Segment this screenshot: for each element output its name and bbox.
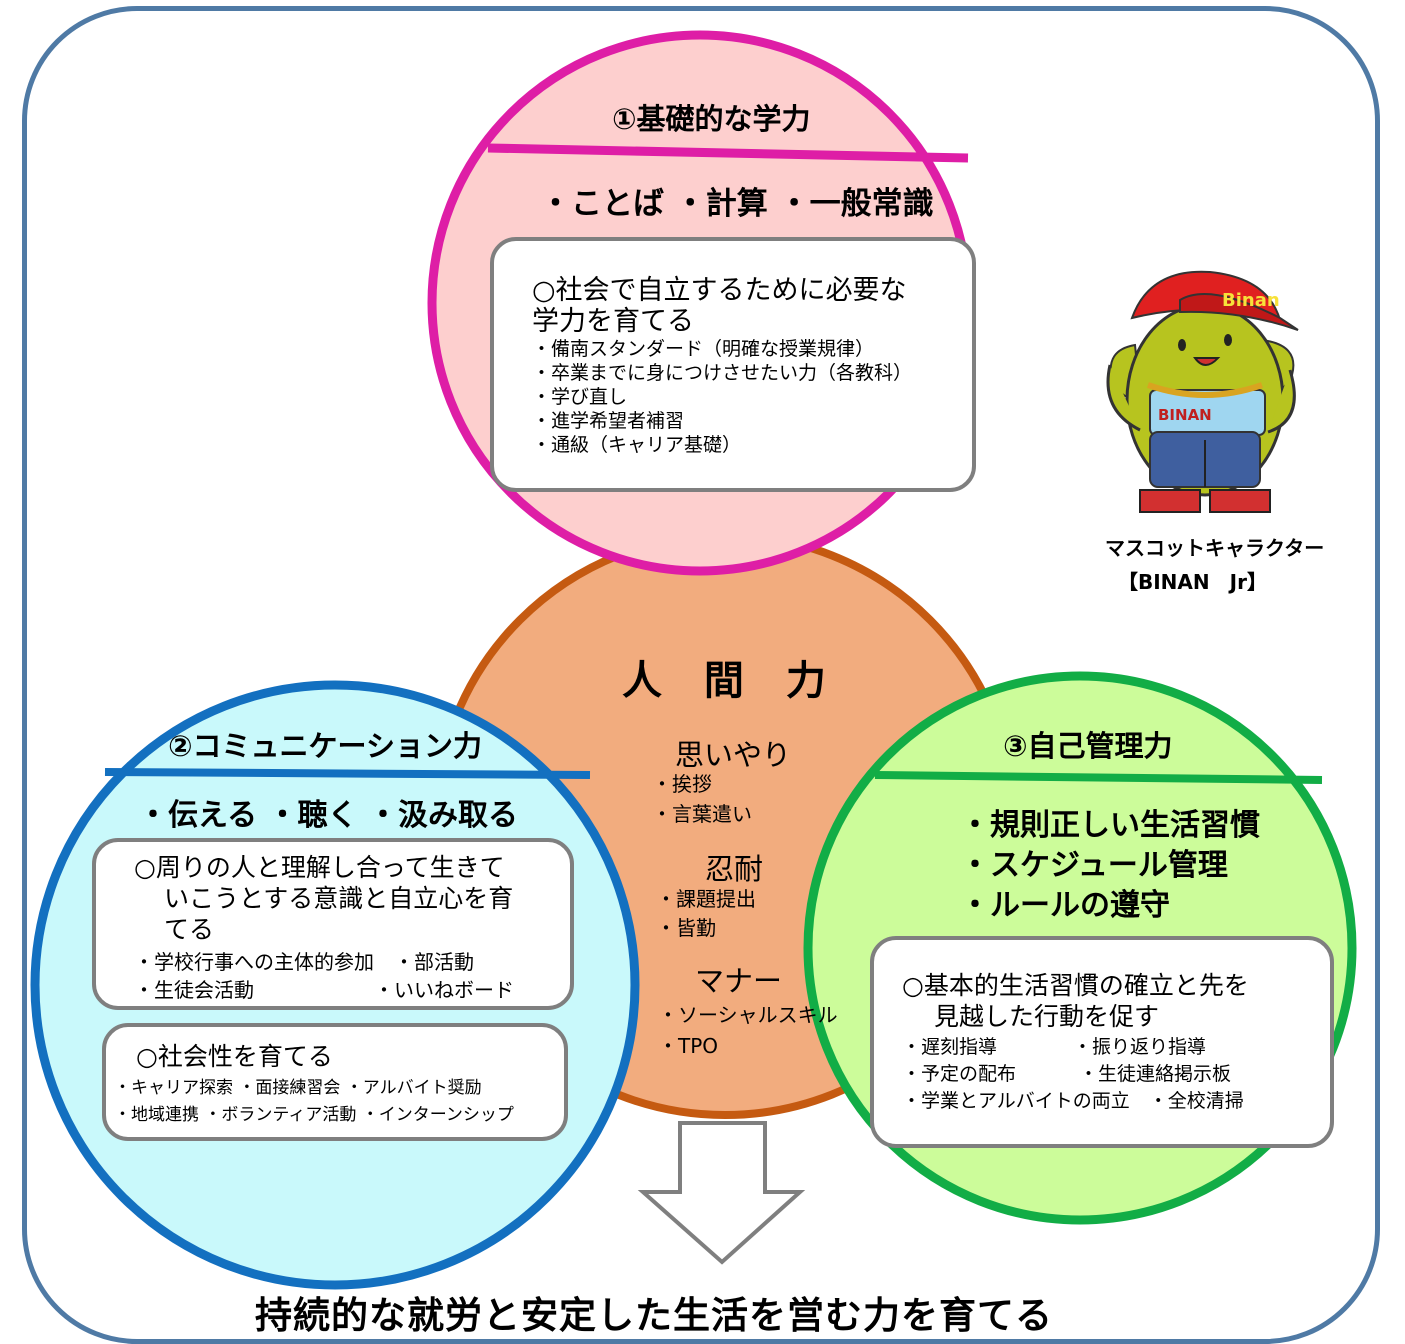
down-arrow-icon (637, 1121, 806, 1265)
right-keyword: ・スケジュール管理 (960, 848, 1228, 883)
center-group-head: マナー (695, 964, 783, 998)
left-keywords: ・伝える ・聴く ・汲み取る (138, 798, 518, 833)
center-item: ・言葉遣い (652, 802, 752, 826)
top-heading-line1: ○社会で自立するために必要な (532, 275, 907, 306)
center-item: ・TPO (658, 1034, 719, 1058)
top-title: ①基礎的な学力 (612, 102, 811, 136)
right-circle-divider (874, 771, 1323, 784)
list-item: ・進学希望者補習 (532, 410, 685, 432)
mascot-caption-line2: 【BINAN Jr】 (1118, 570, 1267, 594)
list-item: ・備南スタンダード（明確な授業規律） (532, 338, 875, 360)
right-heading-line2: 見越した行動を促す (934, 1002, 1160, 1031)
mascot-icon: Binan BINAN (1106, 270, 1299, 513)
left-box2-heading: ○社会性を育てる (136, 1042, 333, 1071)
mascot-caption-line1: マスコットキャラクター (1105, 536, 1325, 560)
right-content-box: ○基本的生活習慣の確立と先を 見越した行動を促す ・遅刻指導 ・振り返り指導 ・… (870, 936, 1334, 1148)
left-title: ②コミュニケーション力 (168, 729, 482, 763)
top-heading-line2: 学力を育てる (532, 306, 694, 337)
list-item: ・卒業までに身につけさせたい力（各教科） (532, 362, 913, 384)
center-group-head: 思いやり (675, 738, 792, 772)
center-item: ・挨拶 (652, 772, 712, 796)
list-item: ・遅刻指導 ・振り返り指導 (902, 1036, 1207, 1058)
left-content-box-2: ○社会性を育てる ・キャリア探索 ・面接練習会 ・アルバイト奨励 ・地域連携 ・… (102, 1023, 568, 1141)
list-item: ・通級（キャリア基礎） (532, 434, 742, 456)
list-item: ・予定の配布 ・生徒連絡掲示板 (902, 1063, 1232, 1085)
left-content-box-1: ○周りの人と理解し合って生きて いこうとする意識と自立心を育 てる ・学校行事へ… (92, 838, 574, 1010)
list-item: ・学び直し (532, 386, 628, 408)
left-box1-line3: てる (164, 915, 215, 944)
right-keyword: ・ルールの遵守 (960, 888, 1170, 923)
right-keyword: ・規則正しい生活習慣 (960, 808, 1260, 843)
left-circle-divider (104, 768, 591, 779)
right-heading-line1: ○基本的生活習慣の確立と先を (902, 971, 1249, 1000)
outer-frame (22, 6, 1380, 1344)
center-title: 人 間 力 (622, 658, 840, 704)
center-item: ・ソーシャルスキル (658, 1003, 838, 1027)
mascot-shirt-text: BINAN (1158, 406, 1212, 424)
list-item: ・地域連携 ・ボランティア活動 ・インターンシップ (114, 1105, 514, 1125)
list-item: ・学校行事への主体的参加 ・部活動 (134, 950, 474, 974)
left-box1-line1: ○周りの人と理解し合って生きて (134, 853, 505, 882)
list-item: ・生徒会活動 ・いいねボード (134, 978, 514, 1002)
top-circle-divider (487, 143, 969, 163)
right-title: ③自己管理力 (1003, 729, 1173, 763)
left-box1-line2: いこうとする意識と自立心を育 (164, 884, 514, 913)
list-item: ・キャリア探索 ・面接練習会 ・アルバイト奨励 (114, 1078, 482, 1098)
mascot-cap-text: Binan (1222, 290, 1280, 311)
top-content-box: ○社会で自立するために必要な 学力を育てる ・備南スタンダード（明確な授業規律）… (490, 237, 976, 492)
bottom-goal: 持続的な就労と安定した生活を営む力を育てる (255, 1294, 1053, 1337)
center-item: ・皆勤 (656, 916, 716, 940)
center-group-head: 忍耐 (705, 852, 764, 886)
center-item: ・課題提出 (656, 887, 756, 911)
list-item: ・学業とアルバイトの両立 ・全校清掃 (902, 1090, 1244, 1112)
top-keywords: ・ことば ・計算 ・一般常識 (540, 186, 934, 222)
